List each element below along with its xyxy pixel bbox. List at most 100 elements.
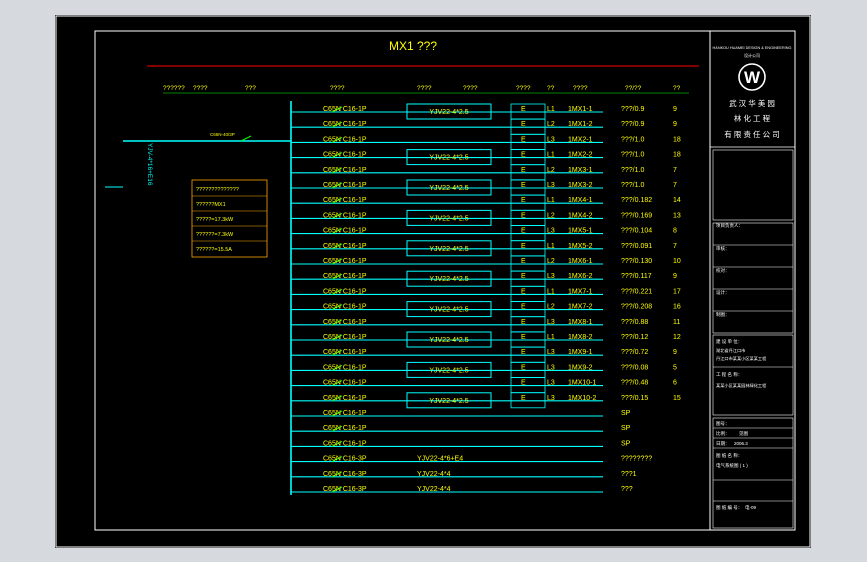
breaker-label: C65N C16-1P [323, 197, 367, 204]
breaker-label: C65N C16-1P [323, 136, 367, 143]
breaker-contact [331, 471, 343, 478]
breaker-contact [331, 319, 343, 326]
phase-label: L3 [547, 136, 555, 143]
breaker-label: C65N C16-1P [323, 334, 367, 341]
cable-label: YJV22-4*2.5 [429, 276, 468, 283]
load-box-line-2: ??????MX1 [196, 202, 226, 208]
fixture-count: 5 [673, 364, 677, 371]
header-6: ???? [463, 85, 478, 92]
cad-viewport[interactable]: MX1 ??? ?????? ???? ??? ???? ???? ???? ?… [55, 15, 811, 548]
pe-label: E [521, 273, 526, 280]
breaker-contact [331, 395, 343, 402]
tb-ratio-value: 见图 [739, 431, 748, 437]
breaker-label: C65N C16-1P [323, 410, 367, 417]
fixture-count: 10 [673, 258, 681, 265]
phase-label: L3 [547, 319, 555, 326]
tb-sheet-name-label: 图 纸 名 称： [716, 452, 742, 459]
load-label: SP [621, 410, 631, 417]
phase-label: L2 [547, 304, 555, 311]
breaker-contact [331, 258, 343, 265]
phase-label: L1 [547, 197, 555, 204]
tb-drawing-no: 图号： [716, 421, 730, 427]
load-label: ???/1.0 [621, 182, 644, 189]
header-10: ??/?? [625, 85, 642, 92]
cable-label: YJV22-4*2.5 [429, 185, 468, 192]
breaker-label: C65N C16-1P [323, 258, 367, 265]
pe-label: E [521, 319, 526, 326]
pe-label: E [521, 152, 526, 159]
breaker-contact [331, 182, 343, 189]
fixture-count: 16 [673, 304, 681, 311]
pe-label: E [521, 228, 526, 235]
load-label: SP [621, 425, 631, 432]
circuit-code: 1MX1-2 [568, 121, 593, 128]
load-label: SP [621, 440, 631, 447]
load-label: ???/0.08 [621, 364, 648, 371]
company-logo: W [738, 63, 766, 91]
tb-sheet-no-value: 电-09 [745, 504, 757, 510]
circuit-code: 1MX10-1 [568, 380, 597, 387]
load-summary-box: ?????????????? ??????MX1 ?????=17.3kW ??… [191, 179, 268, 258]
pe-label: E [521, 364, 526, 371]
pe-label: E [521, 395, 526, 402]
breaker-label: C65N C16-1P [323, 212, 367, 219]
pe-label: E [521, 136, 526, 143]
company-name-cn-2: 林 化 工 程 [734, 113, 771, 123]
breaker-contact [331, 243, 343, 250]
circuit-code: 1MX2-2 [568, 152, 593, 159]
company-name-cn-1: 武 汉 华 美 园 [729, 98, 775, 108]
fixture-count: 11 [673, 319, 680, 326]
breaker-label: C65N C16-1P [323, 182, 367, 189]
breaker-label: C65N C16-1P [323, 395, 367, 402]
phase-label: L2 [547, 258, 555, 265]
fixture-count: 7 [673, 243, 677, 250]
phase-label: L2 [547, 212, 555, 219]
breaker-contact [331, 410, 343, 417]
fixture-count: 18 [673, 152, 681, 159]
breaker-contact [331, 273, 343, 280]
cable-box [406, 103, 492, 120]
pe-label: E [521, 106, 526, 113]
load-box-line-1: ?????????????? [196, 187, 239, 193]
breaker-contact [331, 364, 343, 371]
load-label: ???/1.0 [621, 136, 644, 143]
cable-label: YJV22-4*2.5 [429, 246, 468, 253]
breaker-contact [331, 212, 343, 219]
breaker-label: C65N C16-3P [323, 486, 367, 493]
company-name-en-2: 设计公司 [744, 52, 760, 58]
tb-work-line-1: 某某小区某某园林绿化工程 [716, 382, 767, 389]
breaker-label: C65N C16-1P [323, 349, 367, 356]
company-name-en: HANKOU HUAMEI DESIGN & ENGINEERING [713, 46, 792, 50]
cable-label: YJV22-4*2.5 [429, 155, 468, 162]
cable-box [406, 301, 492, 318]
phase-label: L3 [547, 228, 555, 235]
circuit-code: 1MX6-1 [568, 258, 593, 265]
breaker-label: C65N C16-1P [323, 243, 367, 250]
tb-sheet-name-value: 电气系统图 ( 1 ) [716, 462, 748, 469]
tb-check: 校对： [716, 267, 730, 274]
load-label: ???????? [621, 456, 652, 463]
breaker-contact [331, 349, 343, 356]
breaker-contact [331, 440, 343, 447]
breaker-contact [331, 425, 343, 432]
pe-label: E [521, 243, 526, 250]
load-box-line-3: ?????=17.3kW [196, 217, 234, 223]
load-label: ???/0.104 [621, 228, 652, 235]
phase-label: L1 [547, 106, 555, 113]
phase-label: L1 [547, 288, 555, 295]
breaker-label: C65N C16-3P [323, 456, 367, 463]
breaker-label: C65N C16-1P [323, 167, 367, 174]
load-label: ???/0.48 [621, 380, 648, 387]
cable-box [406, 392, 492, 409]
breaker-label: C65N C16-1P [323, 106, 367, 113]
load-label: ???/0.221 [621, 288, 652, 295]
circuit-row: C65N C16-1P SP [291, 410, 631, 417]
cable-label: YJV22-4*4 [417, 471, 451, 478]
circuit-code: 1MX5-2 [568, 243, 593, 250]
